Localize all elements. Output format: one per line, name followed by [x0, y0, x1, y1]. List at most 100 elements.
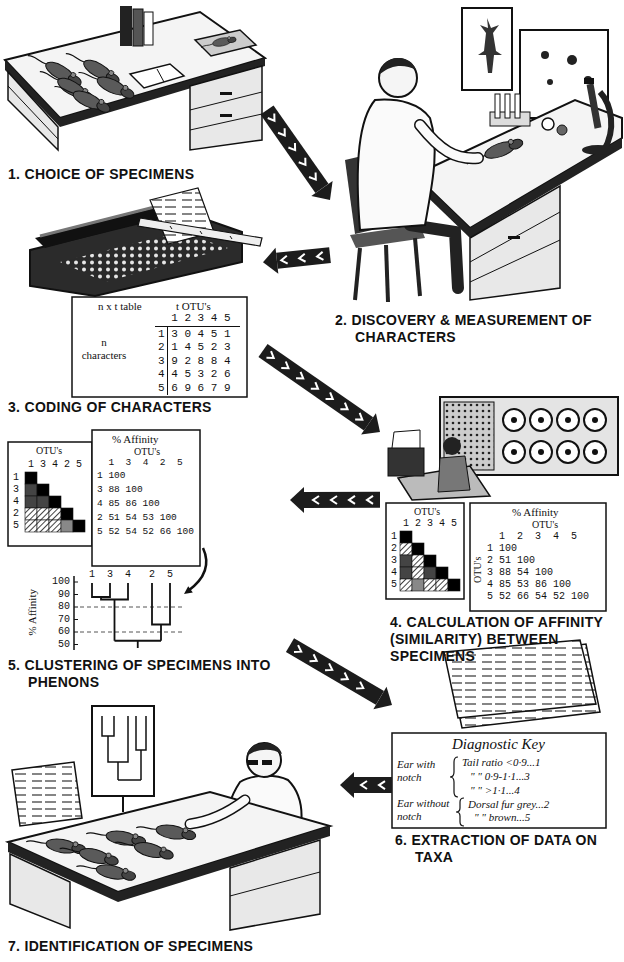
flow-chevron: [317, 252, 323, 260]
specimen-desk: [144, 12, 153, 45]
affinity-matrices: [424, 567, 436, 579]
affinity-matrices: [412, 555, 424, 567]
specimen-desk: [195, 30, 256, 56]
computer: [584, 441, 606, 463]
diagnostic-key-text: " " >1·1...4: [470, 784, 520, 797]
affinity-matrices: [436, 567, 448, 579]
identification-desk: [25, 833, 86, 856]
specimen-desk: [190, 114, 262, 130]
sorted-matrix-text: 5: [13, 520, 19, 532]
affinity-matrices: [412, 579, 424, 591]
diagnostic-key-text: Ear with notch: [397, 758, 449, 783]
diagnostic-key-text: Ear without notch: [397, 797, 457, 822]
affinity-matrices: [436, 579, 448, 591]
step-caption: 6. EXTRACTION OF DATA ON TAXA: [395, 832, 617, 866]
flow-chevron: [367, 496, 373, 504]
coding-table-sheet: [72, 297, 247, 397]
coding-table-text: n characters: [78, 336, 130, 361]
step-station: 4. CALCULATION OF AFFINITY (SIMILARITY) …: [380, 393, 622, 667]
lab-worker: [462, 8, 512, 90]
flow-band: [263, 248, 330, 274]
typewriter: [170, 226, 172, 229]
dendrogram: [74, 632, 78, 633]
computer: [557, 409, 579, 431]
sorted-matrices: [37, 484, 49, 496]
lab-worker: [505, 94, 510, 118]
identification-desk: [59, 840, 120, 868]
dendrogram: [73, 576, 75, 650]
step-station: 7. IDENTIFICATION OF SPECIMENS: [5, 700, 340, 960]
flow-band: [290, 487, 380, 513]
lab-worker: [410, 225, 458, 288]
diagnostic-key-card: [456, 798, 464, 826]
dendrogram: [74, 582, 78, 583]
specimen-desk: [5, 6, 265, 150]
flow-band-body: [263, 351, 369, 424]
sorted-matrix-text: 1 3 4 2 5: [28, 459, 82, 471]
affinity-matrix-text: 1: [391, 531, 397, 543]
step-caption: 4. CALCULATION OF AFFINITY (SIMILARITY) …: [390, 614, 618, 664]
specimen-desk: [77, 65, 137, 102]
dendrogram-text: 90: [46, 589, 70, 601]
identification-desk: [114, 834, 175, 862]
lab-worker: [600, 92, 611, 150]
coding-table-text: 4 4 5 3 2 6: [158, 368, 231, 381]
lab-worker: [420, 125, 478, 158]
affinity-matrices: [400, 531, 412, 543]
diagnostic-key-text: Dorsal fur grey...2: [468, 798, 549, 811]
typewriter: [30, 188, 262, 296]
sorted-matrix-text: 2 51 54 53 100: [97, 513, 177, 524]
sorted-matrices: [25, 508, 37, 520]
computer: [511, 417, 517, 423]
flow-chevron: [281, 362, 288, 369]
sorted-matrices: [8, 442, 92, 546]
lab-worker: [470, 186, 560, 300]
flow-chevron: [311, 382, 318, 389]
affinity-matrix-text: 1 2 3 4 5: [403, 518, 457, 530]
sorted-matrices: [8, 430, 206, 594]
diagnostic-key-card: [450, 757, 458, 797]
flow-chevron: [331, 496, 337, 504]
flow-chevron: [309, 172, 316, 179]
computer: [440, 397, 618, 475]
sorted-matrix-text: 3 88 100: [97, 485, 143, 496]
step-caption: 5. CLUSTERING OF SPECIMENS INTO PHENONS: [8, 657, 288, 691]
computer: [443, 437, 461, 455]
computer: [530, 409, 552, 431]
sorted-matrices: [37, 496, 49, 508]
lab-worker: [557, 125, 567, 135]
specimen-desk: [190, 92, 262, 110]
flow-chevron: [325, 663, 332, 670]
computer: [530, 441, 552, 463]
flow-band-body: [304, 492, 380, 508]
coding-table-text: 3 9 2 8 8 4: [158, 355, 231, 368]
lab-worker: [355, 248, 360, 300]
computer: [388, 397, 618, 500]
lab-worker: [345, 8, 622, 302]
sorted-matrices: [188, 548, 206, 591]
dendrogram-text: 60: [46, 626, 70, 638]
affinity-matrices: [424, 579, 436, 591]
affinity-matrices: [412, 567, 424, 579]
sorted-matrix-text: 5 52 54 52 66 100: [97, 527, 194, 538]
affinity-matrix-text: 3: [391, 555, 397, 567]
identification-desk: [190, 800, 245, 824]
arrow-head: [340, 772, 354, 798]
affinity-matrices: [400, 531, 460, 591]
sorted-matrix-text: 4 85 86 100: [97, 499, 160, 510]
sorted-matrices: [25, 484, 37, 496]
computer: [538, 417, 544, 423]
coding-table-text: 1 3 0 4 5 1: [158, 328, 231, 341]
arrow-head: [373, 687, 392, 709]
affinity-matrix-text: 3 88 54 100: [487, 567, 553, 579]
affinity-matrices: [386, 503, 464, 599]
affinity-matrices: [424, 555, 436, 567]
sorted-matrices: [37, 520, 49, 532]
sorted-matrices: [25, 520, 37, 532]
diagnostic-key-card: [392, 733, 606, 828]
affinity-matrix-text: 1 100: [487, 543, 517, 555]
sorted-matrices: [49, 520, 61, 532]
dendrogram: [92, 583, 170, 648]
dendrogram-text: 2: [149, 569, 155, 581]
flow-chevron: [361, 781, 367, 789]
